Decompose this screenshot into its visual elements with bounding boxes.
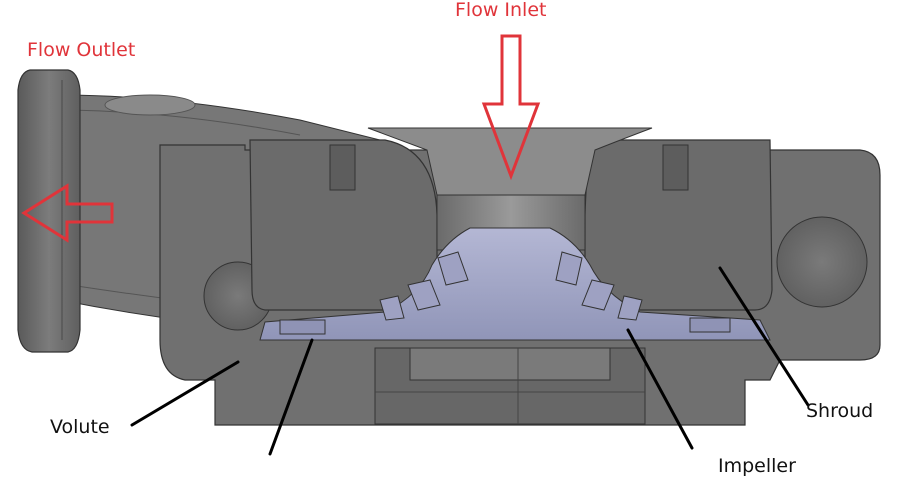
inlet-bore bbox=[367, 127, 653, 251]
volute-leader bbox=[130, 360, 240, 427]
volute-label: Volute bbox=[50, 416, 110, 438]
flow-inlet-arrow bbox=[481, 34, 541, 181]
impeller-label: Impeller bbox=[718, 455, 796, 477]
flow-outlet-arrow bbox=[21, 183, 114, 243]
flow-outlet-label: Flow Outlet bbox=[27, 39, 136, 61]
impeller bbox=[259, 227, 771, 341]
shroud bbox=[249, 139, 773, 311]
shroud-label: Shroud bbox=[806, 400, 874, 422]
outlet-flange bbox=[17, 69, 81, 353]
impeller-blades bbox=[379, 251, 643, 321]
shroud-leader bbox=[718, 266, 810, 407]
impeller-leader bbox=[626, 328, 694, 450]
lower-leader bbox=[268, 338, 314, 456]
leader-lines bbox=[130, 266, 810, 456]
flow-inlet-label: Flow Inlet bbox=[455, 0, 547, 21]
